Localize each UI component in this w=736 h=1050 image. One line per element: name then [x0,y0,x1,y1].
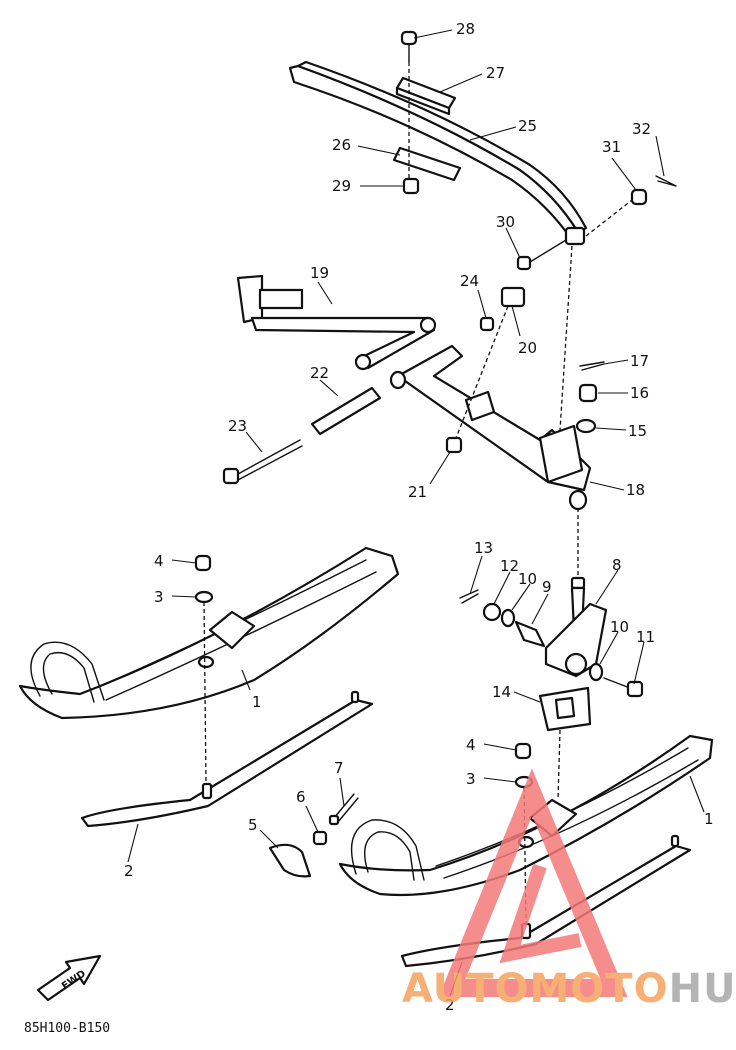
callout-16: 16 [630,384,649,402]
callout-15: 15 [628,422,647,440]
bolt-23 [222,439,303,485]
bolt-11 [603,677,644,698]
leader-lines [127,29,705,997]
spindle-8 [544,576,608,678]
bushing-9 [514,620,546,648]
watermark-part1: AUTOMOTO [402,966,669,1012]
bolt-28 [400,30,418,63]
nut-4-right [514,742,532,760]
bolt-30 [516,239,567,271]
svg-text:AUTOMOTOHUB: AUTOMOTOHUB [402,966,736,1012]
callout-32: 32 [632,120,651,138]
leaf-spring [288,60,588,246]
callout-30: 30 [496,213,515,231]
callout-23: 23 [228,417,247,435]
washer-15 [575,418,597,434]
callout-5: 5 [248,816,258,834]
runner-left [80,690,374,828]
callout-1: 1 [704,810,714,828]
plate-5 [268,843,312,878]
watermark-part2: HUB [669,966,736,1012]
callout-13: 13 [474,539,493,557]
callout-4: 4 [466,736,476,754]
callout-6: 6 [296,788,306,806]
nut-16 [578,383,598,403]
cotter-pin-32 [655,175,677,187]
callout-19: 19 [310,264,329,282]
callout-7: 7 [334,759,344,777]
callout-18: 18 [626,481,645,499]
bushing-24 [479,316,495,332]
callout-8: 8 [612,556,622,574]
ski-left [18,546,400,720]
cotter-pin-13 [459,589,479,604]
fwd-arrow-icon: FWD [36,954,102,1002]
collar-12 [482,602,502,622]
callout-26: 26 [332,136,351,154]
upper-arm-19 [236,274,437,371]
nut-4-left [194,554,212,572]
callout-17: 17 [630,352,649,370]
damper-14 [538,686,592,732]
nut-31 [630,188,648,206]
bolt-7 [328,793,359,826]
callout-22: 22 [310,364,329,382]
shaft-22 [310,386,382,436]
callout-27: 27 [486,64,505,82]
washer-10b [588,662,604,682]
callout-28: 28 [456,20,475,38]
callout-24: 24 [460,272,479,290]
watermark-logo: AUTOMOTOHUB [402,768,736,1012]
callout-29: 29 [332,177,351,195]
callout-4: 4 [154,552,164,570]
spring-plate-lower [392,146,462,182]
nut-6 [312,830,328,846]
callout-3: 3 [466,770,476,788]
callout-21: 21 [408,483,427,501]
callout-31: 31 [602,138,621,156]
callout-20: 20 [518,339,537,357]
callout-1: 1 [252,693,262,711]
callout-2: 2 [445,996,455,1014]
callout-labels: 1 1 2 2 3 3 4 4 5 6 7 8 9 10 10 11 12 13… [124,20,714,1014]
nut-21 [445,436,463,454]
callout-10: 10 [610,618,629,636]
callout-3: 3 [154,588,164,606]
cotter-pin-17 [579,361,605,371]
washer-3-left [194,590,214,604]
nut-29 [402,177,420,195]
callout-2: 2 [124,862,134,880]
callout-10: 10 [518,570,537,588]
lower-arm-18 [389,344,592,511]
diagram-code: 85H100-B150 [24,1021,110,1036]
callout-9: 9 [542,578,552,596]
callout-14: 14 [492,683,511,701]
grease-nipple-20 [500,286,526,308]
callout-12: 12 [500,557,519,575]
washer-10a [500,608,516,628]
callout-25: 25 [518,117,537,135]
callout-11: 11 [636,628,655,646]
spring-plate-upper [395,76,457,116]
